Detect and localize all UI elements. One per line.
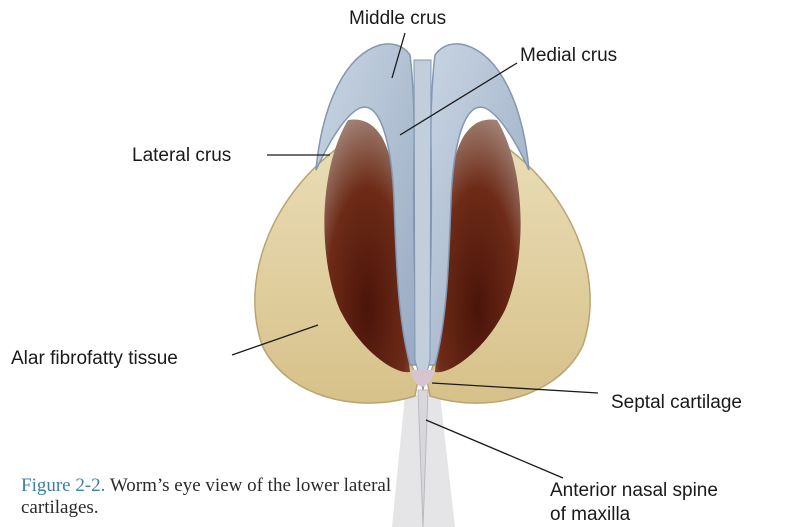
label-septal-cartilage: Septal cartilage (611, 392, 742, 413)
label-lateral-crus: Lateral crus (132, 145, 231, 166)
figure-caption: Figure 2-2. Worm’s eye view of the lower… (21, 475, 451, 519)
label-alar-fibrofatty: Alar fibrofatty tissue (11, 348, 178, 369)
label-anterior-nasal-spine-2: of maxilla (550, 504, 631, 525)
figure-number: Figure 2-2. (21, 475, 105, 496)
label-medial-crus: Medial crus (520, 45, 617, 66)
septal-cartilage (414, 60, 431, 390)
label-middle-crus: Middle crus (349, 8, 446, 29)
label-anterior-nasal-spine-1: Anterior nasal spine (550, 480, 718, 501)
